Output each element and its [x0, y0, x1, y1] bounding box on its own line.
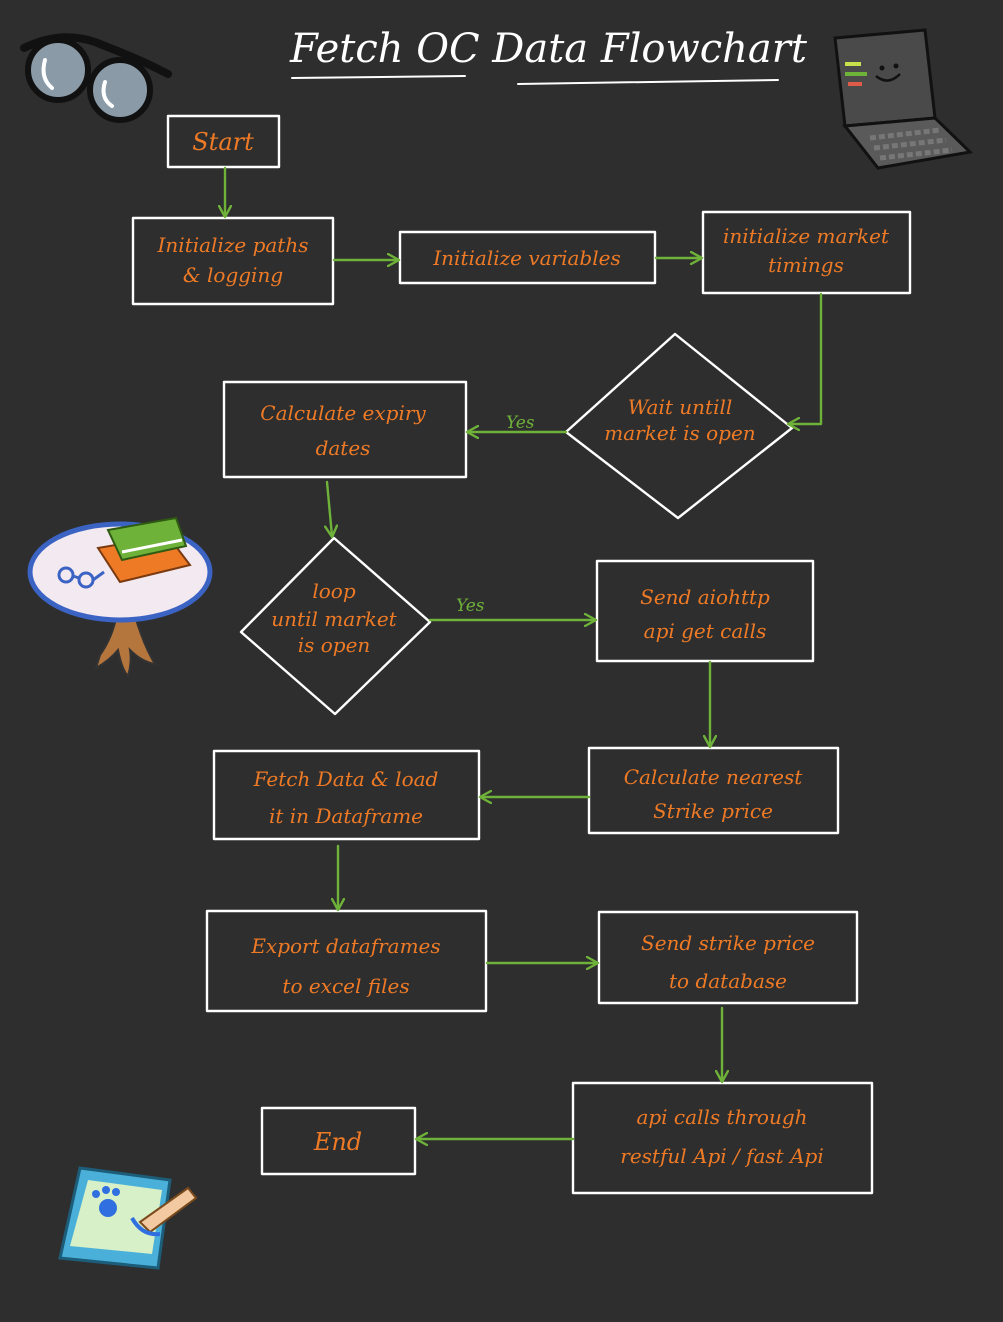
loop-label-2: until market [271, 607, 397, 631]
glasses-icon [20, 33, 172, 123]
init-market-label-2: timings [768, 253, 844, 277]
start-node [166, 114, 281, 169]
title-underline-left [291, 75, 466, 79]
arrow-expiry-to-loop [327, 480, 332, 536]
export-label-2: to excel files [282, 974, 409, 998]
wait-market-open-decision [564, 332, 794, 520]
init-paths-label-1: Initialize paths [157, 233, 309, 257]
loop-market-open-decision [239, 536, 432, 716]
api-calls-node [571, 1081, 874, 1195]
send-strike-label-1: Send strike price [641, 931, 815, 955]
edge-label-yes-1: Yes [506, 413, 535, 433]
diagram-title: Fetch OC Data Flowchart [289, 26, 808, 72]
send-api-label-1: Send aiohttp [640, 585, 770, 609]
loop-label-1: loop [312, 579, 355, 603]
send-aiohttp-node [595, 559, 815, 663]
calc-strike-label-2: Strike price [653, 799, 773, 823]
laptop-icon [833, 28, 974, 170]
edge-label-yes-2: Yes [456, 596, 485, 616]
fetch-data-label-2: it in Dataframe [269, 804, 423, 828]
calculate-expiry-node [222, 380, 468, 479]
api-calls-label-1: api calls through [636, 1105, 807, 1129]
wait-market-label-1: Wait untill [628, 395, 733, 419]
calc-strike-label-1: Calculate nearest [624, 765, 804, 789]
api-calls-label-2: restful Api / fast Api [620, 1144, 823, 1168]
tablet-icon [58, 1166, 198, 1270]
table-with-books-icon [27, 516, 213, 678]
initialize-paths-node [131, 216, 335, 306]
end-label: End [313, 1128, 362, 1156]
init-market-label-1: initialize market [723, 224, 890, 248]
fetch-data-label-1: Fetch Data & load [253, 767, 439, 791]
export-dataframes-node [205, 909, 488, 1013]
title-underline-right [517, 79, 779, 85]
init-paths-label-2: & logging [183, 263, 283, 287]
calc-expiry-label-2: dates [316, 436, 371, 460]
arrow-market-to-wait [789, 292, 823, 424]
init-vars-label: Initialize variables [432, 246, 620, 270]
export-label-1: Export dataframes [250, 934, 440, 958]
wait-market-label-2: market is open [604, 421, 755, 445]
send-api-label-2: api get calls [644, 619, 767, 643]
calc-expiry-label-1: Calculate expiry [260, 401, 426, 425]
loop-label-3: is open [298, 633, 371, 657]
start-label: Start [192, 128, 254, 156]
send-strike-label-2: to database [669, 969, 787, 993]
